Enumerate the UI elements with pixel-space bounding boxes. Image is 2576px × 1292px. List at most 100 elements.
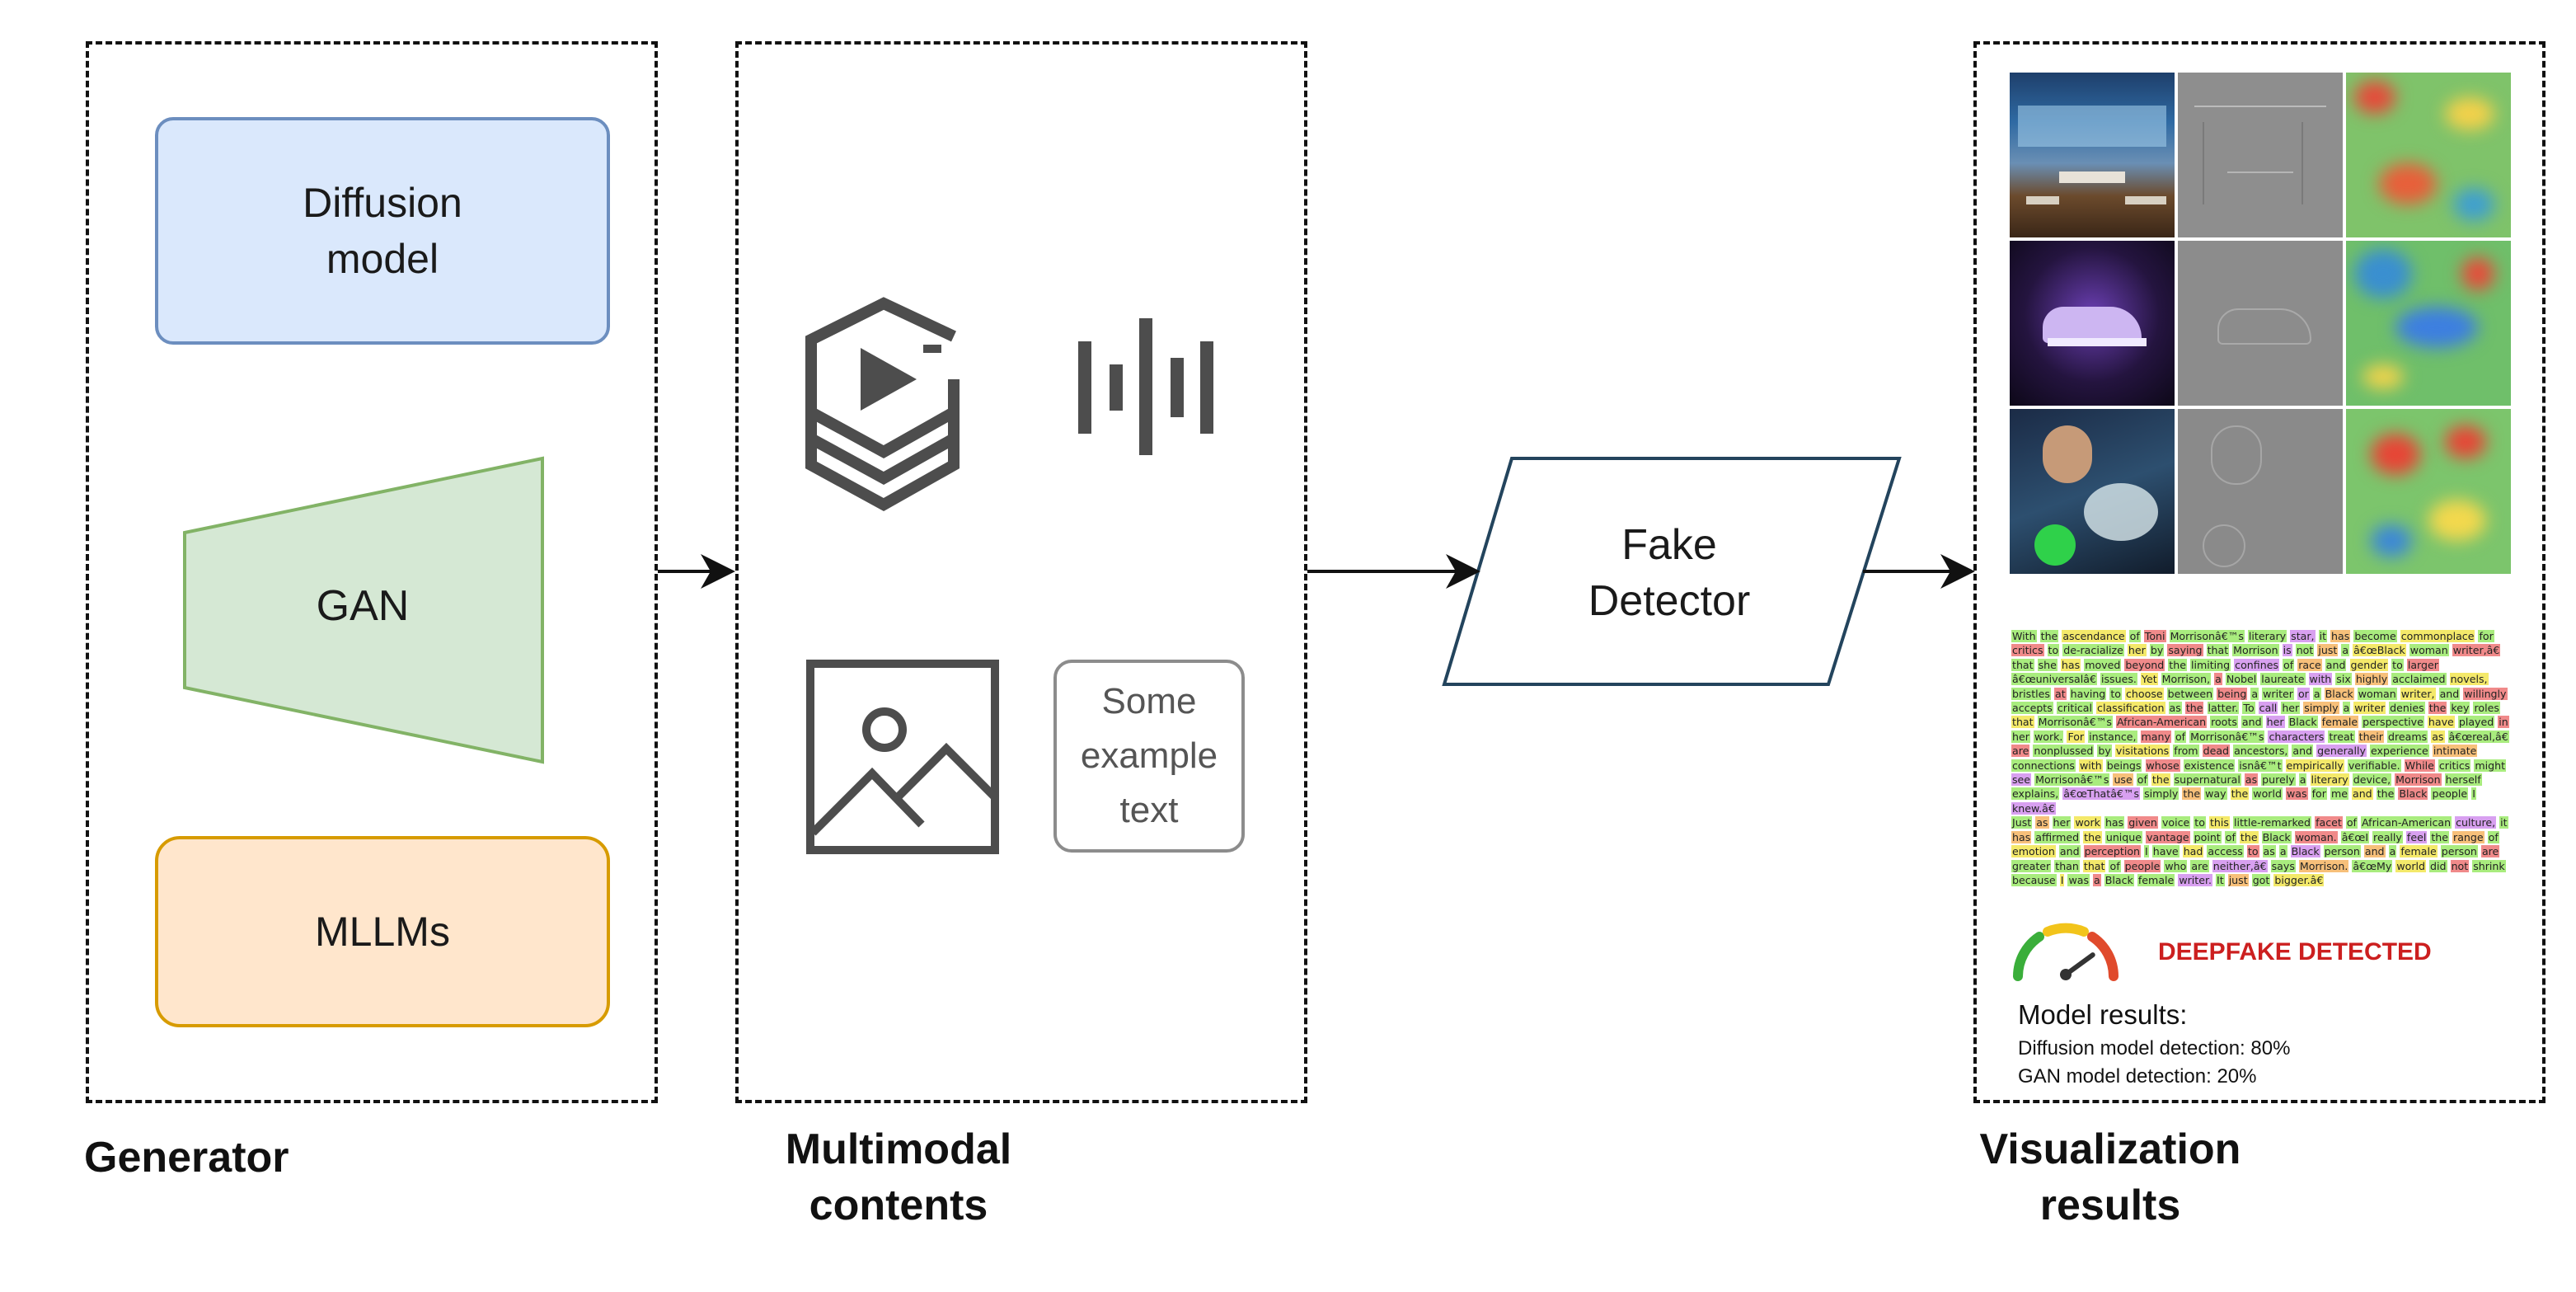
highlighted-word: are: [2190, 859, 2209, 872]
highlighted-word: for: [2478, 630, 2494, 642]
highlighted-word: has: [2060, 658, 2081, 671]
model-results-title: Model results:: [2018, 999, 2188, 1030]
highlighted-word: visitations: [2114, 745, 2170, 758]
highlighted-word: she: [2037, 658, 2058, 671]
highlighted-word: writer: [2262, 687, 2294, 700]
highlighted-word: of: [2128, 630, 2141, 642]
highlighted-word: as: [2168, 702, 2182, 715]
highlighted-word: it: [2318, 630, 2328, 642]
highlighted-word: a: [2278, 845, 2287, 858]
highlighted-word: To: [2242, 702, 2255, 715]
highlighted-word: and: [2241, 716, 2263, 729]
highlighted-word: Black: [2398, 787, 2428, 801]
highlighted-word: many: [2140, 730, 2171, 743]
highlighted-word: was: [2067, 873, 2090, 886]
highlighted-word: â€œThatâ€™s: [2062, 787, 2141, 801]
highlighted-word: voice: [2161, 816, 2191, 829]
highlighted-word: purely: [2261, 773, 2296, 787]
highlighted-word: beyond: [2124, 658, 2165, 671]
highlighted-word: critical: [2056, 702, 2094, 715]
highlighted-word: are: [2011, 745, 2030, 758]
highlighted-word: given: [2128, 816, 2158, 829]
sneaker-edge-map: [2178, 241, 2343, 406]
highlighted-word: literary: [2310, 773, 2349, 787]
highlighted-word: between: [2166, 687, 2214, 700]
highlighted-word: writer,â€: [2452, 644, 2501, 657]
highlighted-word: bigger.â€: [2273, 873, 2325, 886]
highlighted-word: empirically: [2285, 759, 2344, 772]
restaurant-heatmap: [2346, 73, 2511, 237]
highlighted-word: simply: [2143, 787, 2180, 801]
highlighted-word: that: [2082, 859, 2106, 872]
highlighted-word: the: [2151, 773, 2170, 787]
highlighted-word: roles: [2473, 702, 2500, 715]
highlighted-word: nonplussed: [2033, 745, 2095, 758]
highlighted-word: that: [2011, 658, 2034, 671]
highlighted-word: had: [2182, 845, 2204, 858]
highlighted-word: â€œuniversalâ€: [2011, 673, 2097, 686]
highlighted-word: Morrisonâ€™s: [2189, 730, 2265, 743]
highlighted-word: point: [2193, 830, 2222, 843]
highlighted-word: affirmed: [2034, 830, 2081, 843]
sneaker-heatmap: [2346, 241, 2511, 406]
example-text-line2: example: [1080, 735, 1218, 776]
highlighted-word: by: [2149, 644, 2165, 657]
highlighted-paragraph: Just as her work has given voice to this…: [2011, 815, 2513, 887]
highlighted-word: not: [2450, 859, 2470, 872]
highlighted-word: have: [2151, 845, 2180, 858]
highlighted-word: facet: [2315, 816, 2343, 829]
highlighted-word: Yet: [2140, 673, 2158, 686]
visualization-label-line1: Visualization: [1979, 1125, 2241, 1173]
highlighted-word: have: [2427, 716, 2455, 729]
highlighted-word: person: [2323, 845, 2361, 858]
visualization-label: Visualization results: [1970, 1121, 2250, 1233]
highlighted-word: novels,: [2449, 673, 2489, 686]
highlighted-word: range: [2452, 830, 2485, 843]
highlighted-word: Black: [2324, 687, 2354, 700]
restaurant-edge-map: [2178, 73, 2343, 237]
highlighted-word: treat: [2328, 730, 2355, 743]
highlighted-word: I: [2471, 787, 2476, 801]
highlighted-word: dreams: [2387, 730, 2428, 743]
diffusion-model-box: Diffusion model: [155, 117, 610, 345]
highlighted-word: intimate: [2432, 745, 2478, 758]
highlighted-word: the: [2239, 830, 2259, 843]
highlighted-word: their: [2358, 730, 2384, 743]
highlighted-word: than: [2054, 859, 2080, 872]
gan-label-text: GAN: [316, 582, 410, 630]
highlighted-word: Black: [2287, 716, 2318, 729]
highlighted-word: of: [2224, 830, 2236, 843]
highlighted-word: unique: [2104, 830, 2143, 843]
highlighted-word: of: [2136, 773, 2148, 787]
highlighted-word: star,: [2290, 630, 2316, 642]
highlighted-word: While: [2404, 759, 2435, 772]
highlighted-word: critics: [2438, 759, 2471, 772]
gan-label: GAN: [181, 569, 544, 643]
generator-label-text: Generator: [84, 1134, 289, 1182]
highlighted-word: six: [2335, 673, 2352, 686]
highlighted-word: as: [2244, 773, 2259, 787]
fake-detector-label: Fake Detector: [1476, 495, 1863, 651]
highlighted-word: a: [2298, 773, 2307, 787]
highlighted-word: and: [2058, 845, 2081, 858]
highlighted-word: â€œBlack: [2353, 644, 2406, 657]
highlighted-word: gender: [2349, 658, 2389, 671]
highlighted-word: accepts: [2011, 702, 2053, 715]
diffusion-line2: model: [326, 236, 439, 282]
highlighted-word: classification: [2096, 702, 2165, 715]
highlighted-word: greater: [2011, 859, 2052, 872]
highlighted-word: herself: [2444, 773, 2482, 787]
highlighted-word: confines: [2234, 658, 2280, 671]
highlighted-word: perspective: [2362, 716, 2424, 729]
fake-detector-parallelogram: [1442, 457, 1902, 686]
generator-box: [86, 41, 658, 1103]
highlighted-word: generally: [2316, 745, 2367, 758]
highlighted-word: this: [2208, 816, 2230, 829]
highlighted-word: see: [2011, 773, 2032, 787]
highlighted-word: has: [2330, 630, 2351, 642]
deepfake-alert: DEEPFAKE DETECTED: [2158, 938, 2432, 965]
highlighted-word: Morrisonâ€™s: [2037, 716, 2113, 729]
highlighted-word: verifiable.: [2347, 759, 2401, 772]
highlighted-word: her: [2052, 816, 2072, 829]
